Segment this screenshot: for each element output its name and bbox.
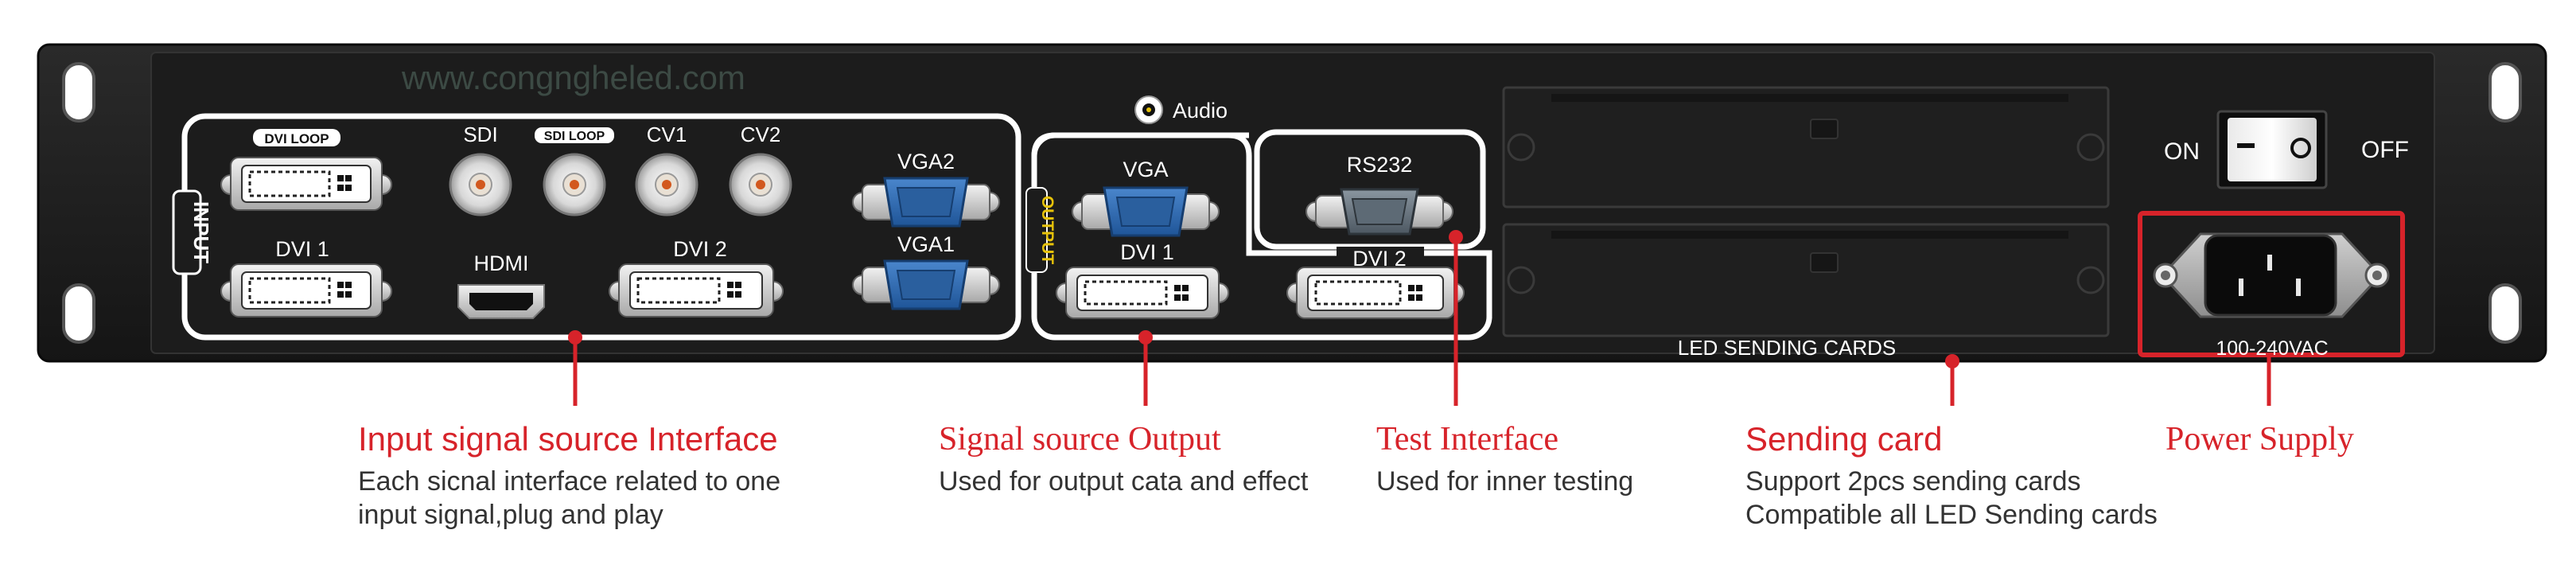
input-label: INPUT (189, 201, 213, 263)
dvi-loop-port[interactable] (220, 157, 392, 211)
sdi-loop-label: SDI LOOP (544, 130, 605, 143)
dvi-loop-label: DVI LOOP (264, 131, 329, 146)
sdi-loop-bnc-port[interactable] (543, 153, 606, 216)
rack-slot-bottom-right (2488, 283, 2522, 344)
dvi2-output-port[interactable] (1286, 267, 1465, 319)
callout-output-title: Signal source Output (939, 421, 1221, 458)
hdmi-port[interactable] (457, 284, 545, 319)
rack-slot-top-left (62, 62, 95, 123)
watermark-text: www.congngheled.com (401, 59, 745, 96)
sending-cards-label: LED SENDING CARDS (1678, 336, 1897, 360)
rack-slot-bottom-left (62, 283, 95, 344)
sdi-loop-tag (535, 127, 614, 143)
leader-test (1449, 230, 1463, 406)
vga2-label: VGA2 (897, 150, 955, 173)
callout-input-title: Input signal source Interface (358, 420, 778, 458)
audio-jack[interactable] (1134, 95, 1163, 124)
output-frame-inner (1031, 132, 1252, 239)
sdi-bnc-port[interactable] (449, 153, 512, 216)
rs232-port[interactable] (1306, 188, 1453, 236)
callout-power: Power Supply (2165, 420, 2354, 458)
rack-slot-top-right (2488, 62, 2522, 123)
dvi1-input-port[interactable] (220, 263, 392, 318)
power-inlet-frame (2138, 211, 2405, 357)
callout-sending-desc-1: Support 2pcs sending cards (1745, 466, 2081, 497)
callout-input-desc-1: Each sicnal interface related to one (358, 466, 781, 497)
dvi2-output-tag-bg (1337, 247, 1424, 267)
switch-on-label: ON (2164, 138, 2200, 165)
vga-output-label: VGA (1123, 158, 1168, 181)
vga2-port[interactable] (852, 177, 1000, 228)
leader-input (568, 330, 582, 406)
sdi-label: SDI (463, 123, 497, 146)
audio-label: Audio (1173, 99, 1228, 123)
sending-card-slot-1[interactable] (1502, 86, 2110, 208)
leader-sending (1945, 354, 1959, 406)
cv2-bnc-port[interactable] (729, 153, 792, 216)
callout-test: Test Interface Used for inner testing (1376, 420, 1633, 498)
hdmi-label: HDMI (474, 251, 529, 275)
switch-off-label: OFF (2361, 137, 2409, 163)
rs232-label: RS232 (1347, 153, 1413, 177)
power-rating-label: 100-240VAC (2216, 337, 2328, 360)
cv1-label: CV1 (647, 123, 687, 146)
dvi2-input-port[interactable] (609, 263, 784, 318)
callout-input-desc-2: input signal,plug and play (358, 500, 663, 530)
callout-output-desc-1: Used for output cata and effect (939, 466, 1309, 497)
output-label: OUTPUT (1038, 196, 1056, 265)
callout-input: Input signal source Interface Each sicna… (358, 420, 780, 532)
callout-sending-desc-2: Compatible all LED Sending cards (1745, 500, 2158, 530)
callout-sending: Sending card Support 2pcs sending cards … (1745, 420, 2158, 532)
power-switch[interactable] (2216, 110, 2328, 189)
dvi1-input-label: DVI 1 (275, 237, 329, 261)
leader-output (1138, 330, 1153, 406)
vga1-label: VGA1 (897, 232, 955, 256)
dvi1-output-port[interactable] (1056, 267, 1229, 319)
callout-sending-title: Sending card (1745, 420, 1943, 458)
input-label-tag (172, 189, 202, 275)
callout-test-title: Test Interface (1376, 421, 1559, 458)
callout-test-desc-1: Used for inner testing (1376, 466, 1634, 497)
callout-power-title: Power Supply (2165, 421, 2354, 458)
cv1-bnc-port[interactable] (635, 153, 698, 216)
dvi-loop-tag (253, 129, 340, 146)
dvi1-output-label: DVI 1 (1120, 240, 1174, 264)
callout-output: Signal source Output Used for output cat… (939, 420, 1308, 498)
vga1-port[interactable] (852, 259, 1000, 310)
cv2-label: CV2 (741, 123, 781, 146)
power-inlet[interactable] (2153, 232, 2390, 318)
vga-output-port[interactable] (1072, 186, 1220, 237)
output-label-tag (1025, 187, 1048, 273)
sending-card-slot-2[interactable] (1502, 223, 2110, 337)
dvi2-input-label: DVI 2 (673, 237, 727, 261)
